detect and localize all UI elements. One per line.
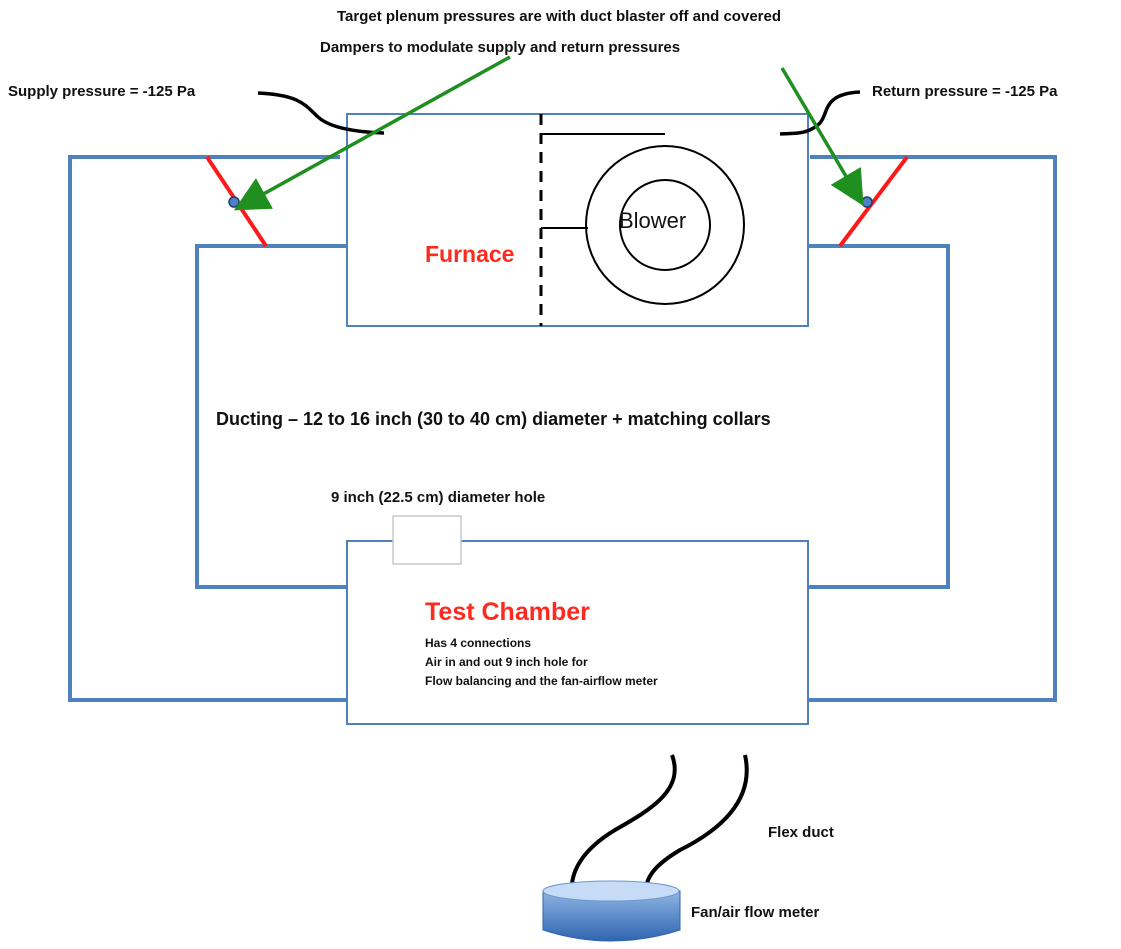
return-pressure-label: Return pressure = -125 Pa bbox=[872, 83, 1058, 100]
fan-meter-label: Fan/air flow meter bbox=[691, 904, 820, 921]
test-chamber-line3: Flow balancing and the fan-airflow meter bbox=[425, 674, 658, 688]
return-damper-arrow bbox=[780, 67, 864, 207]
fan-meter-body bbox=[542, 890, 681, 942]
supply-damper-pivot bbox=[228, 196, 240, 208]
test-chamber-line2: Air in and out 9 inch hole for bbox=[425, 655, 588, 669]
hole-label: 9 inch (22.5 cm) diameter hole bbox=[331, 489, 546, 506]
test-chamber-title: Test Chamber bbox=[425, 598, 590, 626]
furnace-label: Furnace bbox=[425, 241, 515, 267]
blower-outer-circle bbox=[585, 145, 745, 305]
flex-duct-label: Flex duct bbox=[768, 824, 834, 841]
fan-meter-top bbox=[542, 880, 680, 902]
inner-duct-loop-right bbox=[808, 244, 950, 589]
return-damper bbox=[838, 155, 909, 248]
supply-pressure-tube bbox=[257, 91, 385, 135]
test-chamber-box bbox=[346, 540, 809, 725]
supply-damper-arrow bbox=[233, 55, 511, 211]
top-note-line2: Dampers to modulate supply and return pr… bbox=[320, 39, 681, 56]
blower-label: Blower bbox=[619, 208, 687, 233]
outer-duct-loop bbox=[68, 155, 347, 702]
outer-duct-loop-right bbox=[808, 155, 1057, 702]
blower-inner-circle bbox=[619, 179, 711, 271]
supply-pressure-label: Supply pressure = -125 Pa bbox=[8, 83, 196, 100]
flex-duct-right bbox=[644, 754, 749, 893]
return-damper-pivot bbox=[861, 196, 873, 208]
furnace-box bbox=[346, 113, 809, 327]
top-note-line1: Target plenum pressures are with duct bl… bbox=[337, 8, 782, 25]
flex-duct-left bbox=[569, 754, 677, 893]
ducting-label: Ducting – 12 to 16 inch (30 to 40 cm) di… bbox=[216, 409, 771, 429]
diameter-hole bbox=[392, 515, 462, 565]
test-chamber-line1: Has 4 connections bbox=[425, 636, 532, 650]
return-pressure-tube bbox=[779, 90, 861, 136]
inner-duct-loop bbox=[195, 244, 347, 589]
